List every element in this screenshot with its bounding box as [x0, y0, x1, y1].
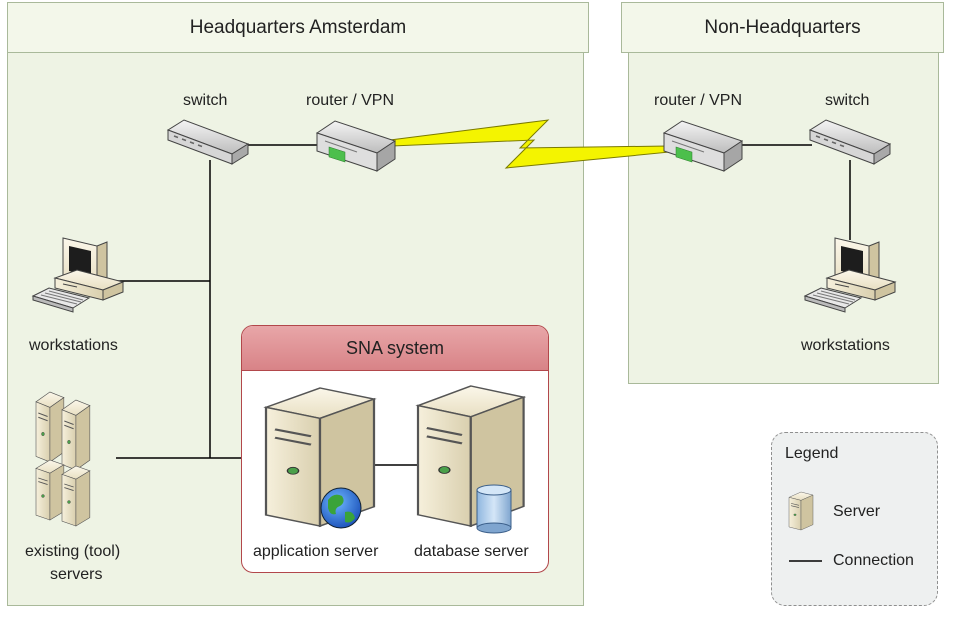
nonhq-router-label: router / VPN — [654, 92, 743, 109]
existing-servers-label-line1: existing (tool) — [25, 543, 121, 560]
nonhq-zone — [628, 2, 939, 384]
legend-server-label: Server — [833, 503, 881, 520]
legend-server-icon — [788, 491, 814, 531]
hq-title: Headquarters Amsterdam — [7, 2, 589, 53]
hq-workstations-label: workstations — [29, 337, 118, 354]
hq-switch-label: switch — [183, 92, 228, 109]
nonhq-switch-icon — [809, 119, 891, 165]
nonhq-workstation-icon — [804, 237, 896, 313]
application-server-label: application server — [253, 543, 379, 560]
hq-switch-icon — [167, 119, 249, 165]
existing-servers-label-line2: servers — [50, 566, 103, 583]
database-server-label: database server — [414, 543, 529, 560]
hq-router-label: router / VPN — [306, 92, 395, 109]
legend-title: Legend — [785, 445, 839, 462]
nonhq-title: Non-Headquarters — [621, 2, 944, 53]
hq-workstation-icon — [32, 237, 124, 313]
hq-router-icon — [316, 120, 396, 172]
legend-connection-label: Connection — [833, 552, 914, 569]
nonhq-router-icon — [663, 120, 743, 172]
lightning-link-icon — [389, 119, 671, 169]
database-icon — [476, 484, 512, 534]
sna-system-title: SNA system — [242, 326, 548, 371]
nonhq-switch-label: switch — [825, 92, 870, 109]
existing-servers-icon — [35, 391, 91, 527]
globe-icon — [320, 487, 362, 529]
nonhq-workstations-label: workstations — [801, 337, 890, 354]
